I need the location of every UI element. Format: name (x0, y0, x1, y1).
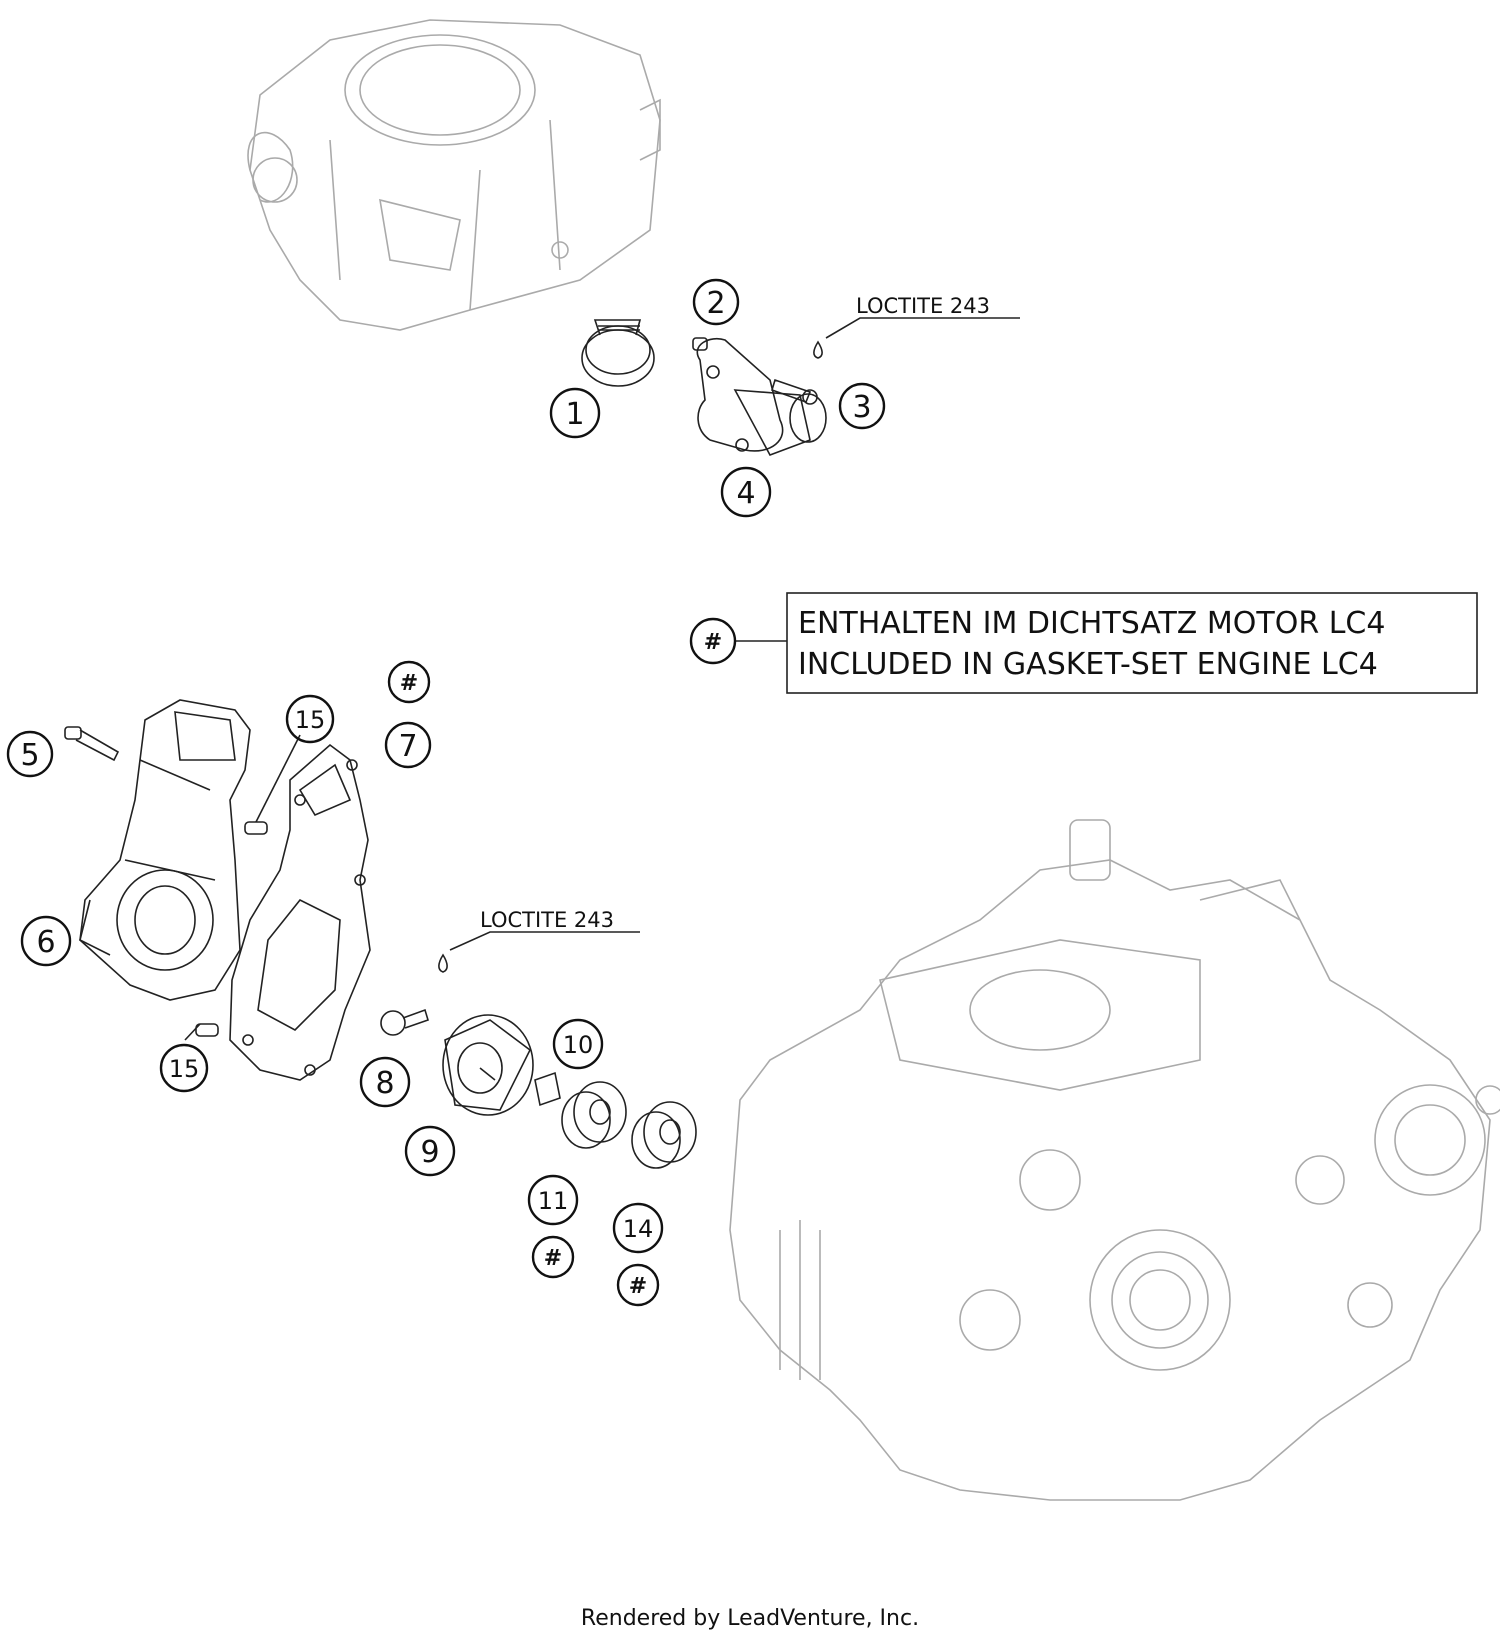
footer-credit: Rendered by LeadVenture, Inc. (580, 1606, 920, 1631)
seal-ring-drawing (534, 1071, 561, 1107)
loctite-note-top: LOCTITE 243 (856, 294, 990, 318)
crankcase-drawing (729, 819, 1500, 1501)
dowel-pin-drawing (184, 734, 301, 1041)
hash-callout-7: # (400, 671, 418, 696)
legend-line-1: ENTHALTEN IM DICHTSATZ MOTOR LC4 (798, 606, 1385, 641)
shaft-seal-2-drawing (631, 1101, 697, 1169)
hash-callout-11: # (544, 1246, 562, 1271)
callout-15b: 15 (169, 1055, 200, 1083)
plug-drawing (692, 337, 708, 351)
callout-14: 14 (623, 1215, 654, 1243)
legend-line-2: INCLUDED IN GASKET-SET ENGINE LC4 (798, 647, 1378, 682)
callout-15a: 15 (295, 706, 326, 734)
callout-3: 3 (852, 390, 871, 425)
cylinder-drawing (247, 19, 661, 331)
callout-8: 8 (375, 1066, 394, 1101)
callout-4: 4 (736, 476, 755, 511)
callout-11: 11 (538, 1187, 569, 1215)
loctite-note-mid: LOCTITE 243 (480, 908, 614, 932)
gasket-drawing (229, 743, 371, 1081)
hash-callout-14: # (629, 1274, 647, 1299)
thermostat-housing-drawing (696, 338, 827, 456)
screw-drawing (771, 317, 1020, 405)
impeller-drawing (442, 1014, 534, 1116)
callout-5: 5 (20, 738, 39, 773)
callout-9: 9 (420, 1135, 439, 1170)
callout-6: 6 (36, 925, 55, 960)
callout-10: 10 (563, 1031, 594, 1059)
shaft-seal-drawing (561, 1081, 627, 1149)
callout-7: 7 (398, 729, 417, 764)
impeller-screw-drawing (380, 931, 640, 1036)
callout-2: 2 (706, 286, 725, 321)
legend-box (786, 592, 1478, 694)
callout-1: 1 (565, 397, 584, 432)
thermostat-drawing (581, 319, 655, 387)
bolt-drawing (64, 726, 120, 762)
water-pump-cover-drawing (79, 699, 251, 1001)
legend-symbol: # (704, 630, 722, 655)
